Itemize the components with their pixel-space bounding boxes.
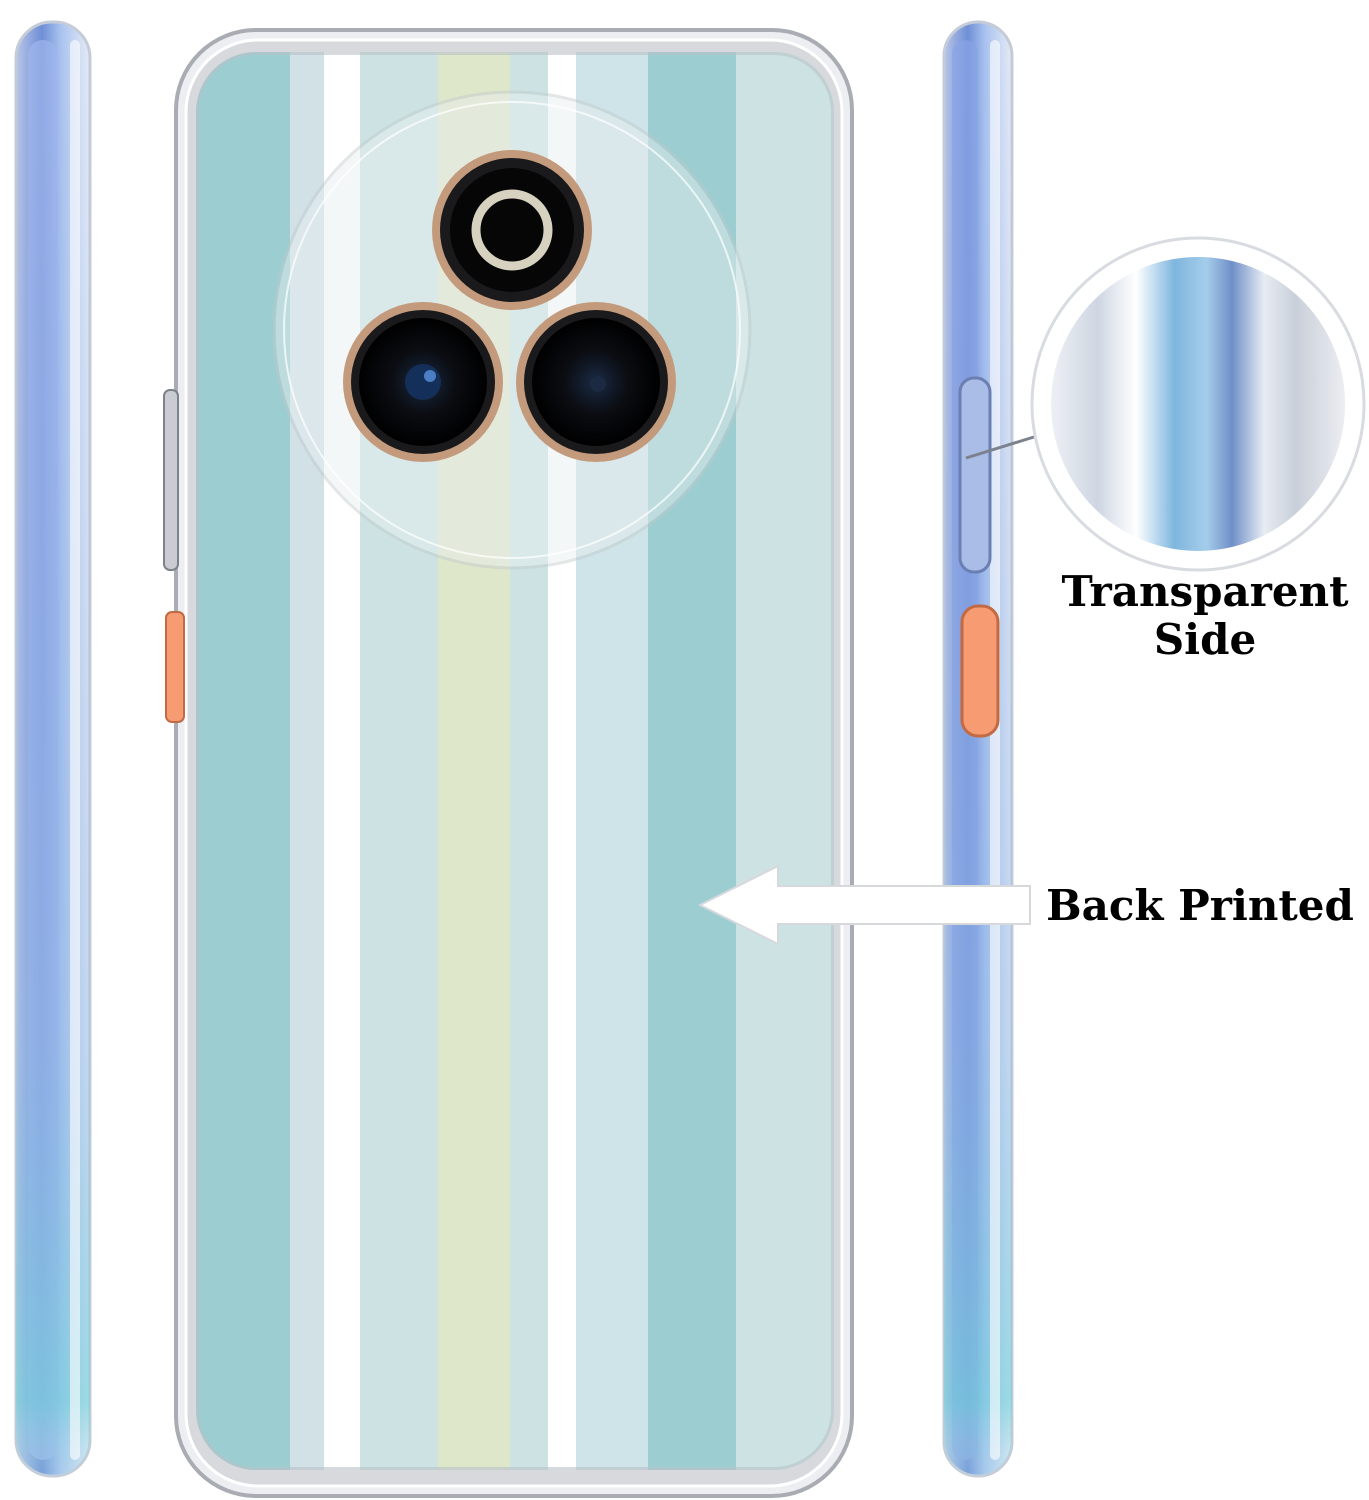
- transparent-side-zoom: [965, 236, 1366, 572]
- back-printed-arrow: [697, 864, 1031, 946]
- camera-island: [272, 90, 752, 570]
- camera-lens-top: [432, 150, 592, 310]
- volume-button: [163, 389, 179, 571]
- left-side-view: [14, 20, 92, 1478]
- side-volume-button: [958, 376, 992, 574]
- power-button: [165, 611, 185, 723]
- side-power-button: [960, 604, 1000, 738]
- phone-back-case: [163, 28, 854, 1498]
- back-printed-label: Back Printed: [1046, 881, 1354, 930]
- camera-lens-main: [343, 302, 503, 462]
- right-side-view: [942, 20, 1014, 1478]
- camera-lens-secondary: [516, 302, 676, 462]
